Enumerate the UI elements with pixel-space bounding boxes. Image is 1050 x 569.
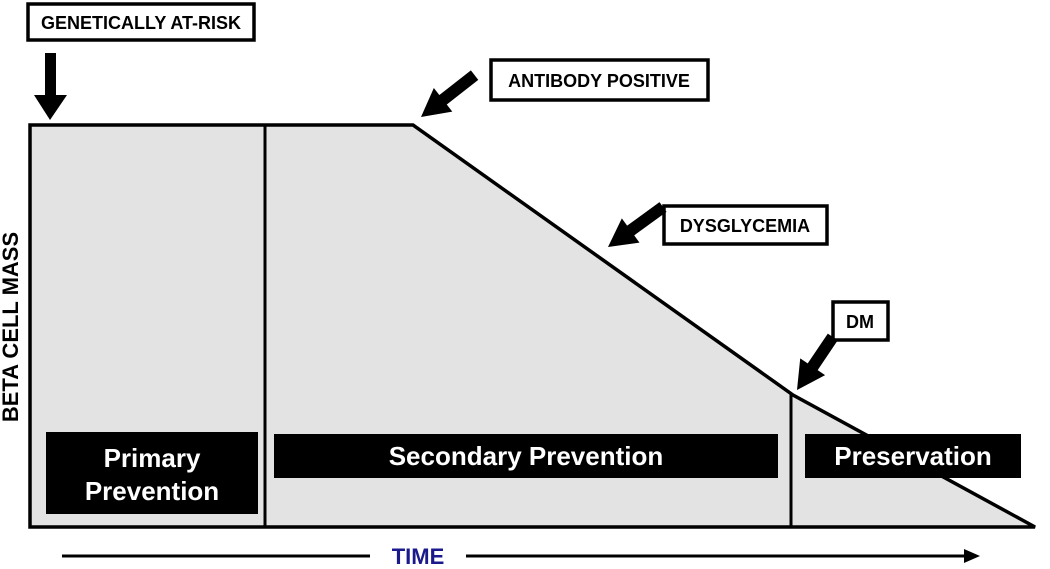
x-axis-label: TIME — [392, 544, 445, 569]
primary-prevention-line1: Primary — [104, 443, 201, 473]
time-arrow-head — [964, 549, 980, 563]
y-axis-label: BETA CELL MASS — [0, 232, 23, 422]
dysglycemia-box — [662, 204, 829, 246]
dm-arrow — [797, 333, 838, 390]
antibody-positive-label: ANTIBODY POSITIVE — [508, 71, 690, 91]
genetically-at-risk-arrow — [34, 53, 67, 120]
genetically-at-risk-box — [26, 2, 256, 42]
dysglycemia-label: DYSGLYCEMIA — [680, 216, 810, 236]
secondary-prevention-label: Secondary Prevention — [389, 441, 664, 471]
primary-prevention-line2: Prevention — [85, 476, 219, 506]
genetically-at-risk-label: GENETICALLY AT-RISK — [41, 13, 241, 33]
preservation-band — [805, 434, 1021, 478]
preservation-label: Preservation — [834, 441, 992, 471]
secondary-prevention-band — [274, 434, 778, 478]
dm-label: DM — [846, 312, 874, 332]
dysglycemia-arrow — [608, 202, 667, 247]
dm-box — [831, 300, 890, 342]
antibody-positive-arrow — [421, 70, 479, 117]
primary-prevention-band — [46, 432, 258, 514]
antibody-positive-box — [489, 58, 710, 102]
